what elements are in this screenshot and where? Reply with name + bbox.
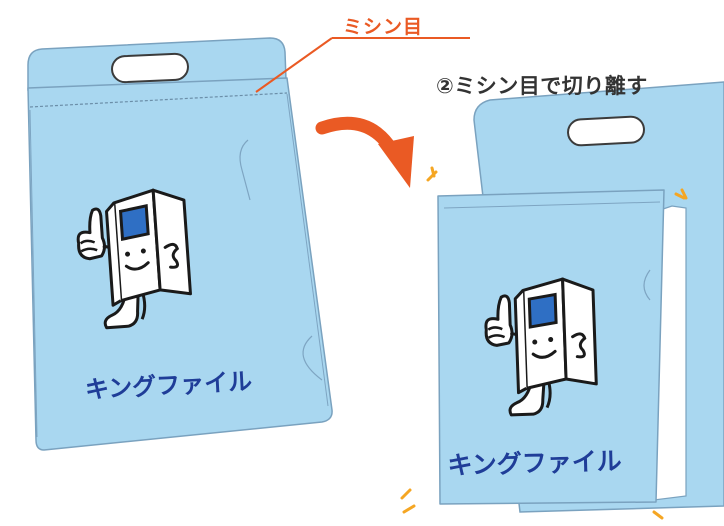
step-instruction-label: ②ミシン目で切り離す [436,74,648,98]
folder-closed [27,37,333,451]
perforation-leader-line [255,37,470,93]
handle-hole-icon [111,52,189,84]
brand-logo-text: キングファイル [447,446,623,480]
perforation-label: ミシン目 [343,16,424,38]
curved-arrow-icon [315,116,414,188]
folder-separated-front [437,189,687,505]
perforation-line [29,92,288,108]
handle-hole-icon [567,115,645,147]
sparkle-icon [400,166,688,520]
